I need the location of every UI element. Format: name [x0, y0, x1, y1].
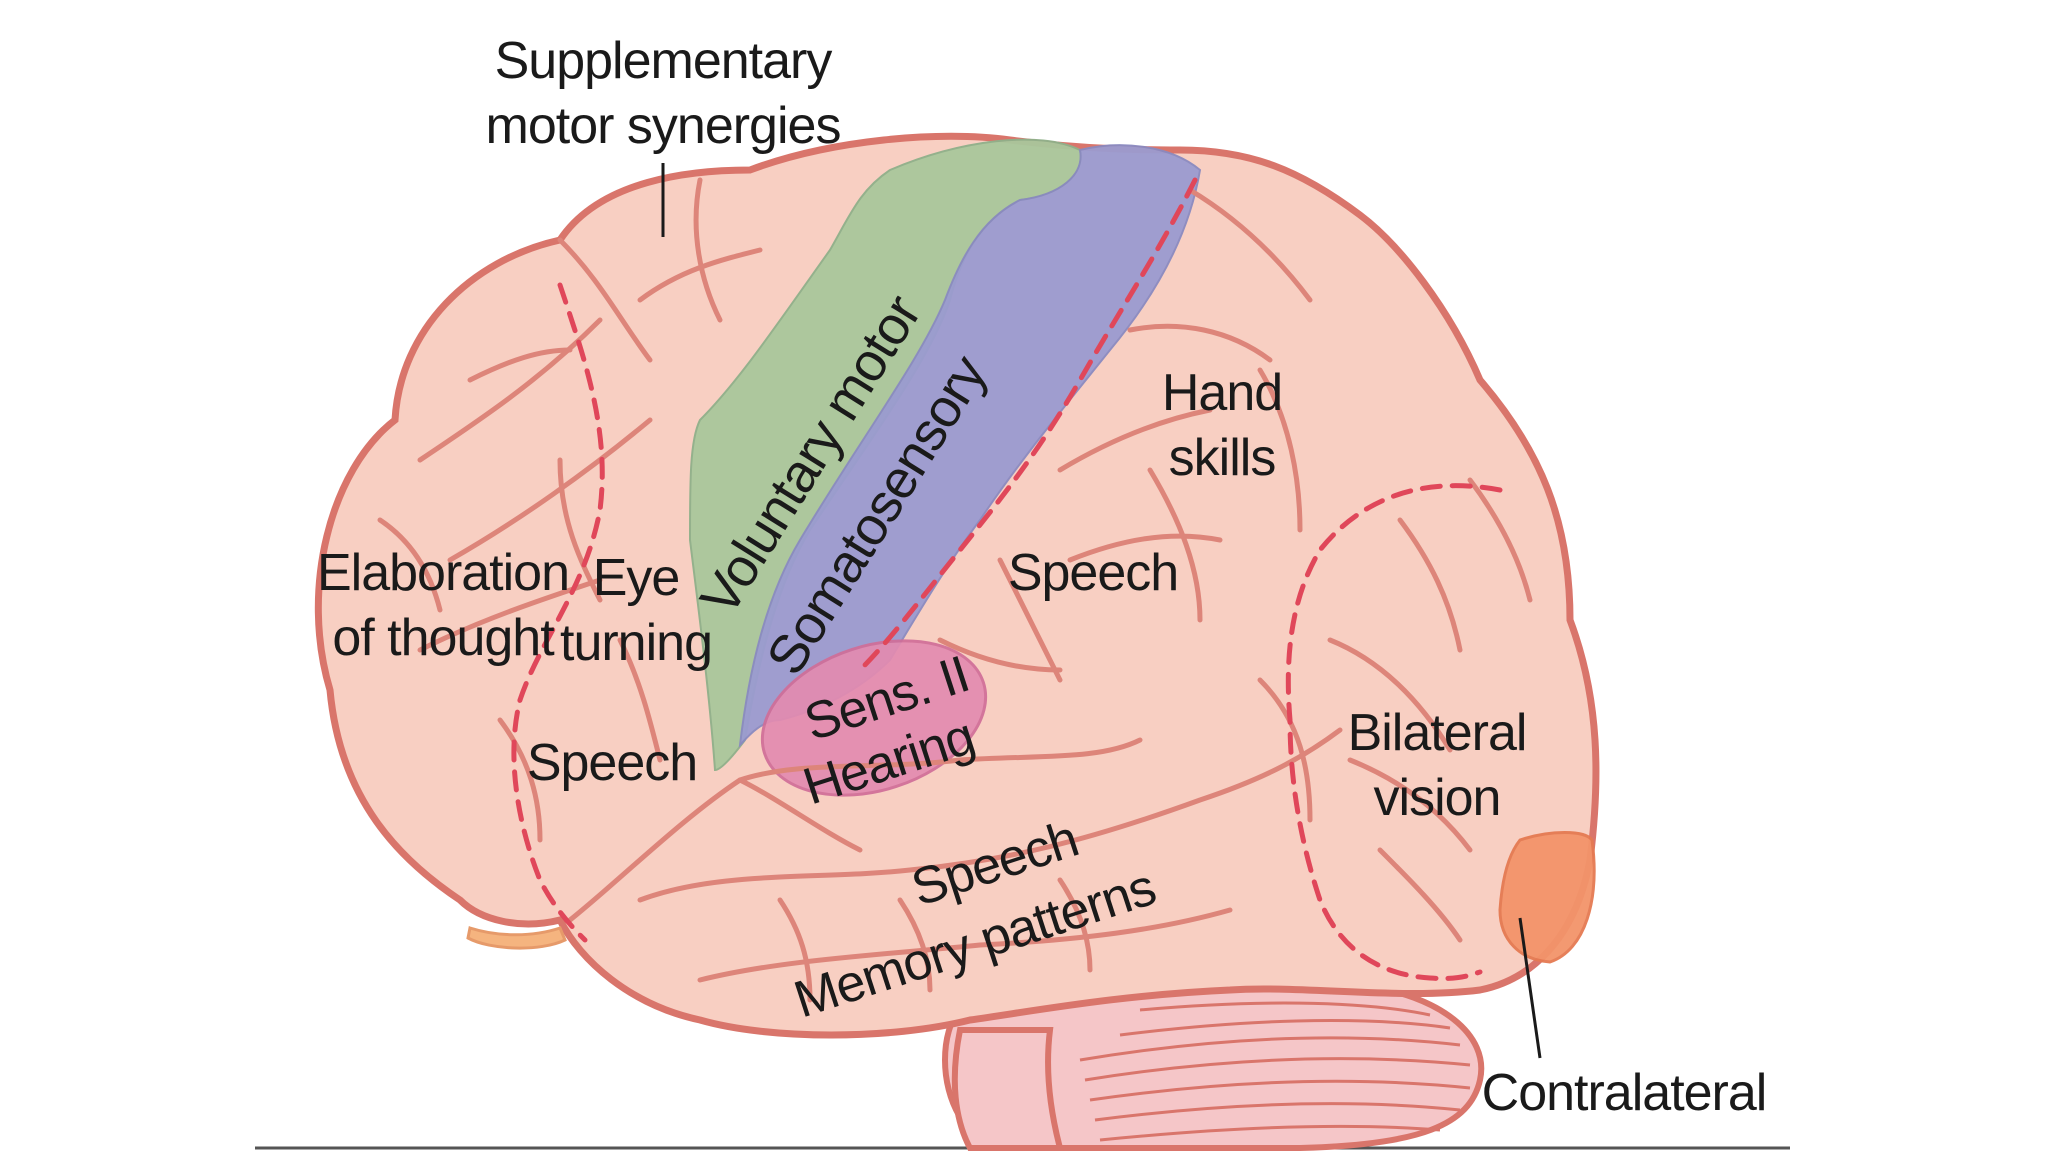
label-bilateral-line2: vision: [1374, 769, 1501, 827]
label-hand-line1: Hand: [1162, 364, 1282, 422]
label-speech-frontal: Speech: [527, 734, 697, 792]
label-elaboration-line2: of thought: [332, 609, 555, 667]
label-supplementary-line1: Supplementary: [495, 32, 833, 90]
cerebrum-outline: [314, 132, 1600, 1039]
label-eye-line1: Eye: [593, 549, 680, 607]
sulci: [377, 177, 1533, 1003]
olfactory-nub: [466, 926, 567, 950]
contralateral-leader-line: [1518, 917, 1542, 1059]
label-eye-line2: turning: [560, 614, 712, 672]
region-boundaries: [511, 177, 1503, 981]
brain-stem: [951, 1027, 1064, 1151]
label-contralateral: Contralateral: [1482, 1064, 1767, 1122]
label-hand-line2: skills: [1169, 429, 1276, 487]
contralateral-vision-area: [1498, 831, 1596, 964]
label-elaboration-line1: Elaboration: [317, 544, 569, 602]
cerebellum: [941, 977, 1485, 1151]
label-speech-parietal: Speech: [1008, 544, 1178, 602]
label-bilateral-line1: Bilateral: [1348, 704, 1527, 762]
label-supplementary-line2: motor synergies: [486, 97, 841, 155]
hearing-area: [760, 639, 988, 797]
